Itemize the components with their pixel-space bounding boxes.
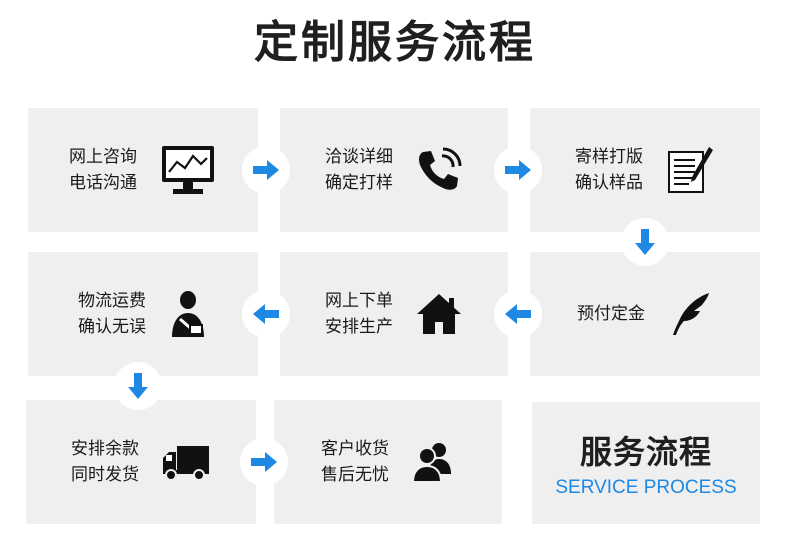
step-line1: 客户收货 xyxy=(321,439,389,459)
step-card-order: 网上下单 安排生产 xyxy=(280,252,508,376)
arrow-down-2 xyxy=(114,362,162,410)
step-line2: 确定打样 xyxy=(325,173,393,193)
final-title: 服务流程 xyxy=(579,433,712,471)
step-line2: 确认无误 xyxy=(78,317,146,337)
arrow-right-icon xyxy=(505,160,531,180)
step-line1: 网上咨询 xyxy=(69,147,137,167)
service-process-card: 服务流程 SERVICE PROCESS xyxy=(532,402,760,524)
arrow-right-icon xyxy=(251,452,277,472)
truck-icon xyxy=(161,442,211,482)
house-icon xyxy=(415,292,463,336)
arrow-down-icon xyxy=(635,229,655,255)
step-line2: 电话沟通 xyxy=(69,173,137,193)
step-line2: 售后无忧 xyxy=(321,465,389,485)
page-title: 定制服务流程 xyxy=(254,17,536,68)
step-line1: 寄样打版 xyxy=(575,147,643,167)
arrow-right-icon xyxy=(253,160,279,180)
person-icon xyxy=(168,289,208,339)
step-line1: 洽谈详细 xyxy=(325,147,393,167)
document-pen-icon xyxy=(665,144,715,196)
arrow-right-3 xyxy=(240,438,288,486)
arrow-left-icon xyxy=(505,304,531,324)
step-line1: 预付定金 xyxy=(577,304,645,324)
monitor-chart-icon xyxy=(159,143,217,197)
step-line1: 安排余款 xyxy=(71,439,139,459)
quill-icon xyxy=(667,291,713,337)
step-card-sample: 寄样打版 确认样品 xyxy=(530,108,760,232)
step-card-logistics: 物流运费 确认无误 xyxy=(28,252,258,376)
step-line2: 安排生产 xyxy=(325,317,393,337)
step-line2: 确认样品 xyxy=(575,173,643,193)
users-icon xyxy=(411,440,455,484)
step-card-consult: 网上咨询 电话沟通 xyxy=(28,108,258,232)
arrow-left-1 xyxy=(494,290,542,338)
arrow-left-2 xyxy=(242,290,290,338)
arrow-right-1 xyxy=(242,146,290,194)
arrow-down-icon xyxy=(128,373,148,399)
step-card-deposit: 预付定金 xyxy=(530,252,760,376)
step-card-ship: 安排余款 同时发货 xyxy=(26,400,256,524)
arrow-right-2 xyxy=(494,146,542,194)
step-line1: 网上下单 xyxy=(325,291,393,311)
arrow-left-icon xyxy=(253,304,279,324)
arrow-down-1 xyxy=(621,218,669,266)
final-subtitle: SERVICE PROCESS xyxy=(555,477,737,498)
step-card-negotiate: 洽谈详细 确定打样 xyxy=(280,108,508,232)
step-card-receive: 客户收货 售后无忧 xyxy=(274,400,502,524)
phone-icon xyxy=(415,146,463,194)
step-line2: 同时发货 xyxy=(71,465,139,485)
step-line1: 物流运费 xyxy=(78,291,146,311)
